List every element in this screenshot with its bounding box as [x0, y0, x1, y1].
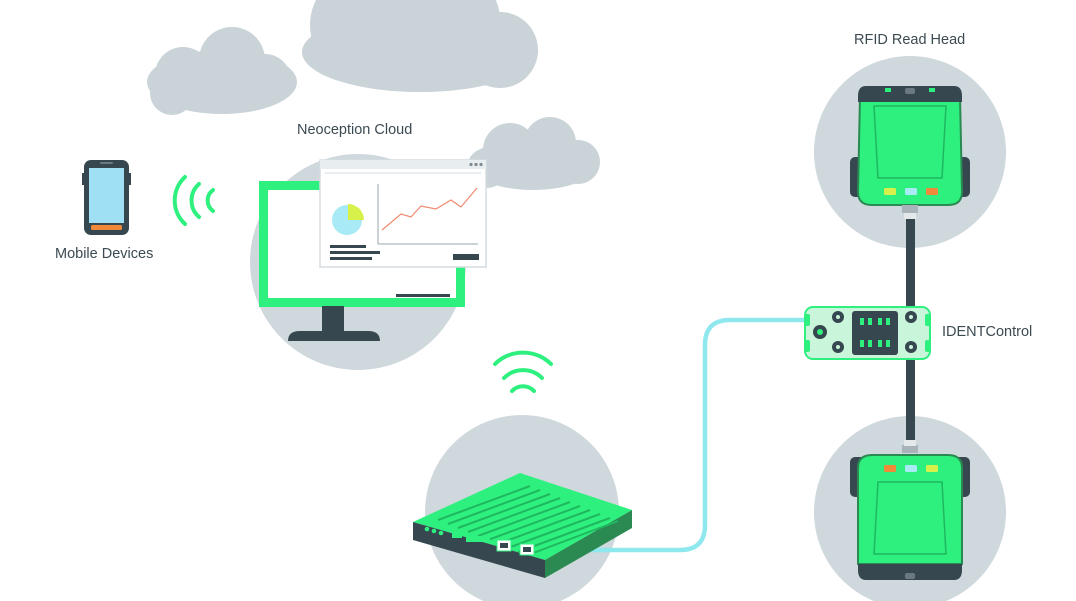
cloud-icon-right — [467, 117, 600, 190]
rfid-read-head-icon-bottom — [850, 440, 970, 580]
neoception-cloud-label: Neoception Cloud — [297, 122, 413, 138]
mobile-devices-label: Mobile Devices — [55, 246, 154, 262]
ident-control-icon — [804, 306, 931, 360]
gateway-device-icon — [413, 473, 632, 578]
pie-chart-icon — [332, 204, 364, 235]
line-chart-icon — [377, 184, 478, 245]
wifi-signal-icon-phone — [172, 175, 215, 226]
ident-control-label: IDENTControl — [942, 324, 1033, 340]
cable-gateway-to-ident — [540, 317, 830, 553]
cable-read-head-top-to-ident — [906, 214, 915, 310]
rfid-read-head-icon-top — [850, 86, 970, 219]
cable-ident-to-read-head-bottom — [906, 352, 915, 448]
rfid-read-head-label: RFID Read Head — [854, 32, 966, 48]
dashboard-window — [319, 159, 487, 268]
smartphone-icon — [82, 160, 131, 235]
cloud-icon-top — [302, 0, 538, 92]
wifi-signal-icon-gateway — [493, 350, 553, 393]
cloud-icon-left — [147, 27, 297, 115]
